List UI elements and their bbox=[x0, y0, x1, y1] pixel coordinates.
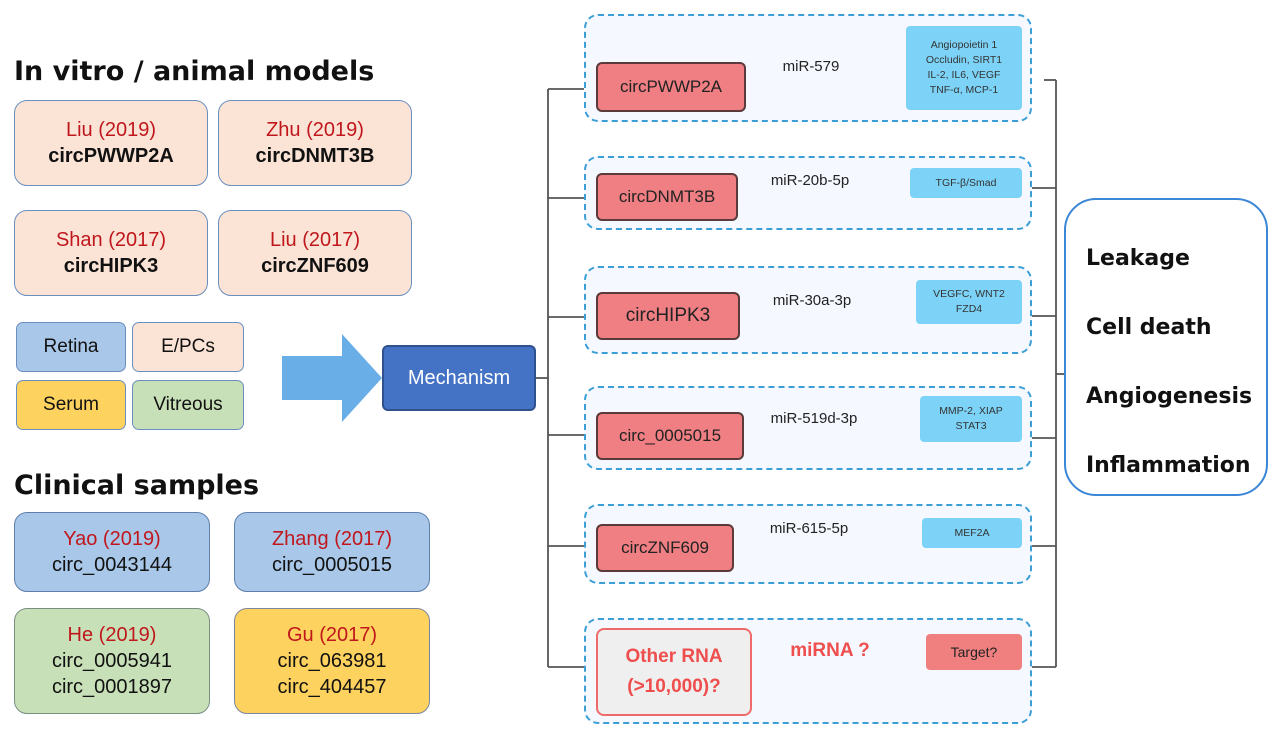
study-circ: circ_0005015 bbox=[271, 554, 393, 576]
mirna-label: miR-579 bbox=[782, 58, 840, 75]
study-circ: circ_0005941 bbox=[51, 650, 173, 672]
outcome-angiogenesis: Angiogenesis bbox=[1086, 384, 1253, 409]
study-author: Liu (2019) bbox=[65, 119, 157, 141]
study-circ: circPWWP2A bbox=[48, 145, 174, 167]
study-card-gu-2017: Gu (2017) circ_063981 circ_404457 bbox=[234, 608, 430, 714]
study-author: He (2019) bbox=[67, 624, 157, 646]
mirna-label: miR-20b-5p bbox=[770, 172, 850, 189]
study-circ: circZNF609 bbox=[261, 255, 369, 277]
target-box: TGF-β/Smad bbox=[910, 168, 1022, 198]
study-author: Zhang (2017) bbox=[271, 528, 393, 550]
circrna-box: circZNF609 bbox=[596, 524, 734, 572]
target-text: FZD4 bbox=[955, 303, 983, 315]
study-card-zhang-2017: Zhang (2017) circ_0005015 bbox=[234, 512, 430, 592]
target-text: Angiopoietin 1 bbox=[930, 39, 998, 51]
study-circ: circDNMT3B bbox=[255, 145, 375, 167]
target-text: TNF-α, MCP-1 bbox=[929, 84, 999, 96]
legend-retina: Retina bbox=[16, 322, 126, 372]
other-rna-line: (>10,000)? bbox=[627, 676, 721, 697]
study-card-zhu-2019: Zhu (2019) circDNMT3B bbox=[218, 100, 412, 186]
study-card-he-2019: He (2019) circ_0005941 circ_0001897 bbox=[14, 608, 210, 714]
outcomes-box: Leakage Cell death Angiogenesis Inflamma… bbox=[1064, 198, 1268, 496]
study-circ: circ_0043144 bbox=[51, 554, 173, 576]
circrna-box: circHIPK3 bbox=[596, 292, 740, 340]
study-card-liu-2017: Liu (2017) circZNF609 bbox=[218, 210, 412, 296]
study-circ: circ_063981 bbox=[277, 650, 387, 672]
target-text: VEGFC, WNT2 bbox=[933, 288, 1005, 300]
circrna-box: circDNMT3B bbox=[596, 173, 738, 221]
outcome-cell-death: Cell death bbox=[1086, 315, 1212, 340]
flow-arrow bbox=[282, 334, 382, 422]
study-circ: circ_0001897 bbox=[51, 676, 173, 698]
legend-epcs: E/PCs bbox=[132, 322, 244, 372]
clinical-heading: Clinical samples bbox=[14, 470, 260, 501]
target-box: MEF2A bbox=[922, 518, 1022, 548]
study-author: Yao (2019) bbox=[63, 528, 161, 550]
legend-serum: Serum bbox=[16, 380, 126, 430]
target-text: TGF-β/Smad bbox=[935, 176, 997, 189]
circrna-box: circ_0005015 bbox=[596, 412, 744, 460]
target-box: MMP-2, XIAP STAT3 bbox=[920, 396, 1022, 442]
mirna-unknown-label: miRNA ? bbox=[790, 640, 870, 661]
target-text: STAT3 bbox=[955, 420, 987, 432]
study-card-liu-2019: Liu (2019) circPWWP2A bbox=[14, 100, 208, 186]
mirna-label: miR-30a-3p bbox=[772, 292, 852, 309]
study-author: Liu (2017) bbox=[269, 229, 361, 251]
outcome-leakage: Leakage bbox=[1086, 246, 1190, 271]
study-card-yao-2019: Yao (2019) circ_0043144 bbox=[14, 512, 210, 592]
study-circ: circHIPK3 bbox=[63, 255, 159, 277]
target-box: Angiopoietin 1 Occludin, SIRT1 IL-2, IL6… bbox=[906, 26, 1022, 110]
target-text: MEF2A bbox=[954, 526, 990, 539]
study-circ: circ_404457 bbox=[277, 676, 387, 698]
legend-vitreous: Vitreous bbox=[132, 380, 244, 430]
study-author: Gu (2017) bbox=[286, 624, 378, 646]
target-unknown-box: Target? bbox=[926, 634, 1022, 670]
study-author: Zhu (2019) bbox=[266, 119, 364, 141]
target-text: MMP-2, XIAP bbox=[939, 405, 1003, 417]
circrna-box: circPWWP2A bbox=[596, 62, 746, 112]
other-rna-line: Other RNA bbox=[625, 646, 723, 667]
target-box: VEGFC, WNT2 FZD4 bbox=[916, 280, 1022, 324]
target-text: Occludin, SIRT1 bbox=[925, 54, 1003, 66]
other-rna-box: Other RNA (>10,000)? bbox=[596, 628, 752, 716]
models-heading: In vitro / animal models bbox=[14, 56, 375, 87]
target-text: IL-2, IL6, VEGF bbox=[927, 69, 1001, 81]
outcome-inflammation: Inflammation bbox=[1086, 453, 1251, 478]
mirna-label: miR-519d-3p bbox=[770, 410, 858, 427]
study-author: Shan (2017) bbox=[55, 229, 167, 251]
mechanism-box: Mechanism bbox=[382, 345, 536, 411]
study-card-shan-2017: Shan (2017) circHIPK3 bbox=[14, 210, 208, 296]
mirna-label: miR-615-5p bbox=[769, 520, 849, 537]
